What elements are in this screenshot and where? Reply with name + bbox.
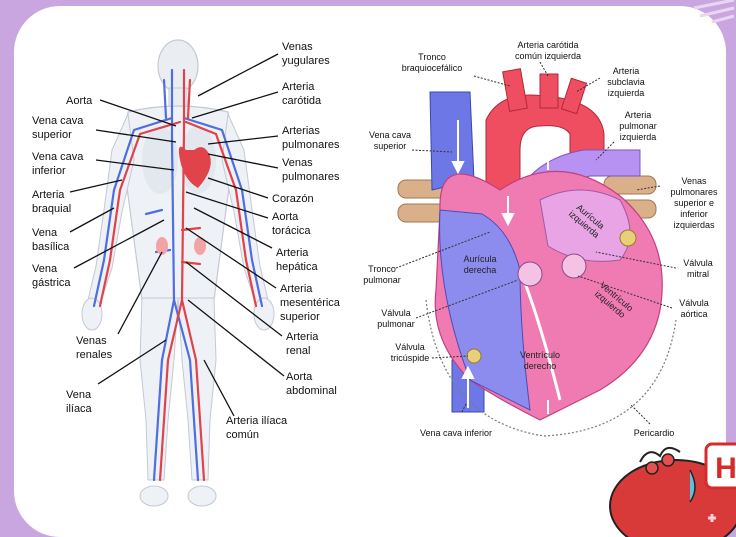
heart-mascot: H [610,444,736,537]
inner-aorta: Aorta [533,130,555,140]
label-corazon: Corazón [272,193,314,205]
label-pericardio: Pericardio [634,428,675,438]
label-vena-cava-inferior-heart: Vena cava inferior [420,428,492,438]
mascot-sign-letter: H [715,452,736,485]
label-aorta: Aorta [66,95,93,107]
